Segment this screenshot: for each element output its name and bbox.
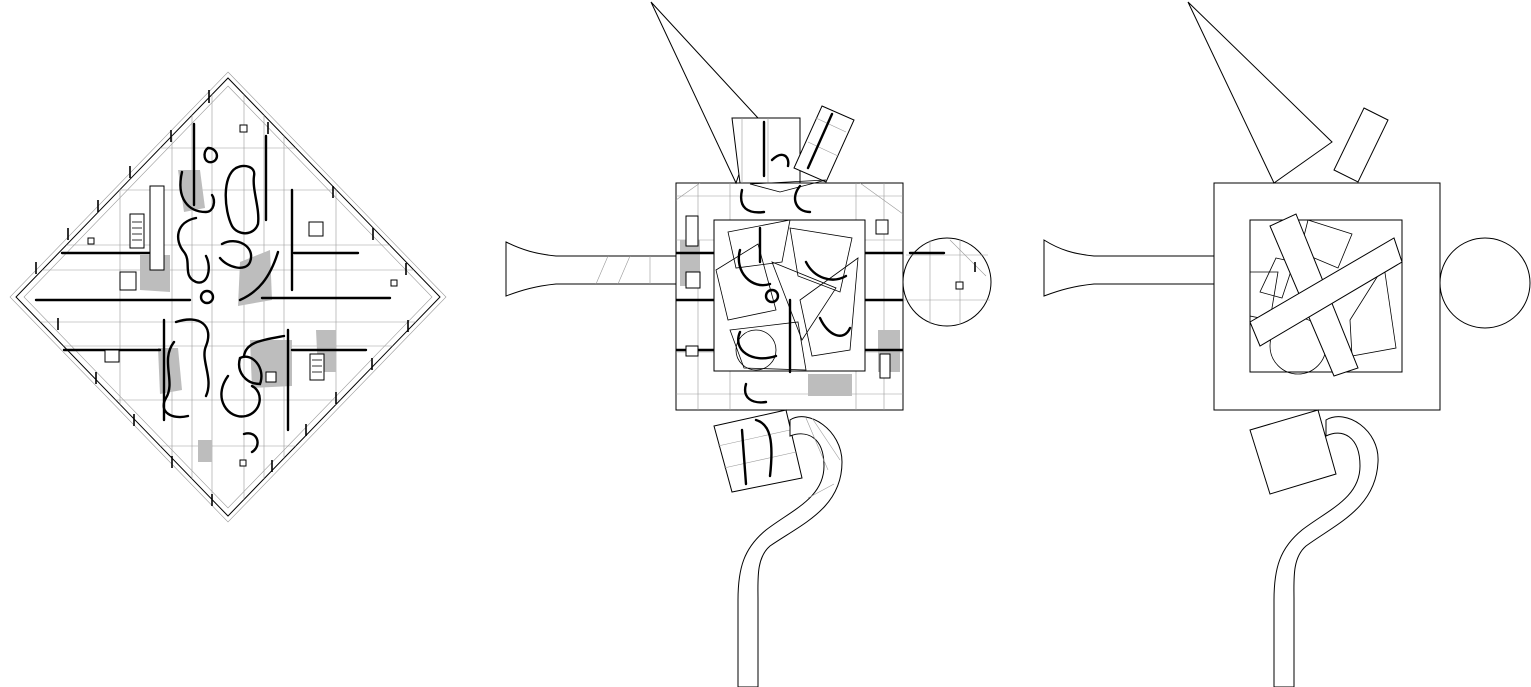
plan-inner-outline (23, 85, 433, 509)
plan-stair-south (309, 353, 325, 381)
collage-east-circle (902, 237, 992, 327)
plan-outer-outline (9, 71, 447, 523)
collage-south-ramp (737, 416, 843, 687)
diagram-east-circle (1439, 237, 1531, 329)
collage-inner-shards (715, 219, 859, 374)
plan-core-column (149, 185, 165, 271)
plan-panel (9, 71, 447, 523)
collage-panel (505, 1, 992, 687)
collage-south-fragment (713, 409, 803, 493)
diagram-west-funnel (1043, 239, 1215, 297)
collage-west-funnel (505, 241, 677, 297)
diagram-north-triangle (1187, 1, 1333, 184)
diagram-inner-composition (1249, 213, 1403, 377)
collage-north-fragment-b (793, 105, 855, 183)
diagram-south-square (1249, 409, 1337, 495)
diagram-north-rectangle (1333, 107, 1389, 183)
plan-mullions (35, 90, 409, 506)
diagram-south-ramp (1273, 416, 1379, 687)
plan-stair-north (129, 213, 145, 249)
collage-north-fragment-a (731, 117, 801, 184)
plan-wall-outline (15, 77, 441, 517)
diagram-main-square (1213, 182, 1441, 411)
diagram-panel (1043, 1, 1531, 687)
